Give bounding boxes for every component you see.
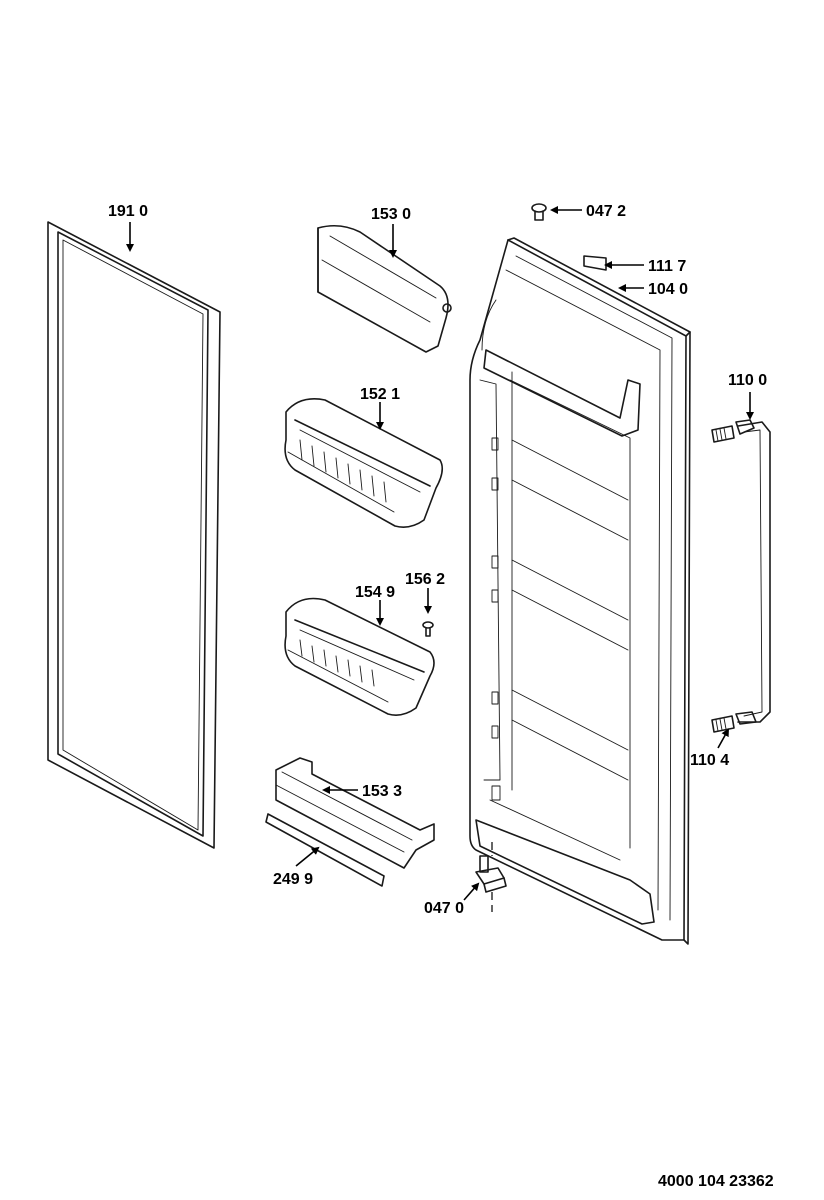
label-screw: 156 2 [405,571,445,588]
shelf-strip [265,813,385,887]
bottle-rack-upper [284,398,444,528]
label-handle-caps: 110 4 [690,752,729,769]
label-bottom-shelf: 153 3 [362,783,402,800]
hinge-bottom [475,842,507,912]
door [469,237,691,945]
label-shelf-strip: 249 9 [273,871,313,888]
door-gasket [47,221,221,849]
label-gasket: 191 0 [108,203,148,220]
label-bottle-rack-lower: 154 9 [355,584,395,601]
leader-lines [126,206,754,901]
label-plate [583,255,607,271]
label-hinge-bottom: 047 0 [424,900,464,917]
label-label-plate: 111 7 [648,258,686,275]
label-handle: 110 0 [728,372,767,389]
top-shelf-cover [317,224,452,353]
handle-caps [711,715,735,733]
label-top-shelf-cover: 153 0 [371,206,411,223]
label-bottle-rack-upper: 152 1 [360,386,400,403]
hinge-pin-top [531,203,547,221]
door-handle [711,419,771,725]
bottom-shelf [275,757,435,869]
document-number: 4000 104 23362 [658,1173,774,1190]
bottle-rack-lower [284,597,435,716]
label-door: 104 0 [648,281,688,298]
label-hinge-pin-top: 047 2 [586,203,626,220]
screw [422,621,434,637]
